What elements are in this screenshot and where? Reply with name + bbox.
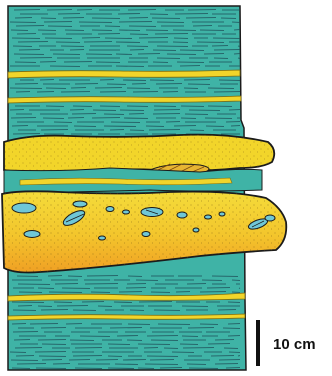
scale-bar-label: 10 cm: [273, 336, 316, 353]
thin-sand-bed-2: [8, 96, 241, 103]
thin-sand-bed-4: [8, 314, 245, 320]
thin-sand-bed-1: [8, 70, 240, 78]
thin-sand-lens: [20, 178, 232, 185]
